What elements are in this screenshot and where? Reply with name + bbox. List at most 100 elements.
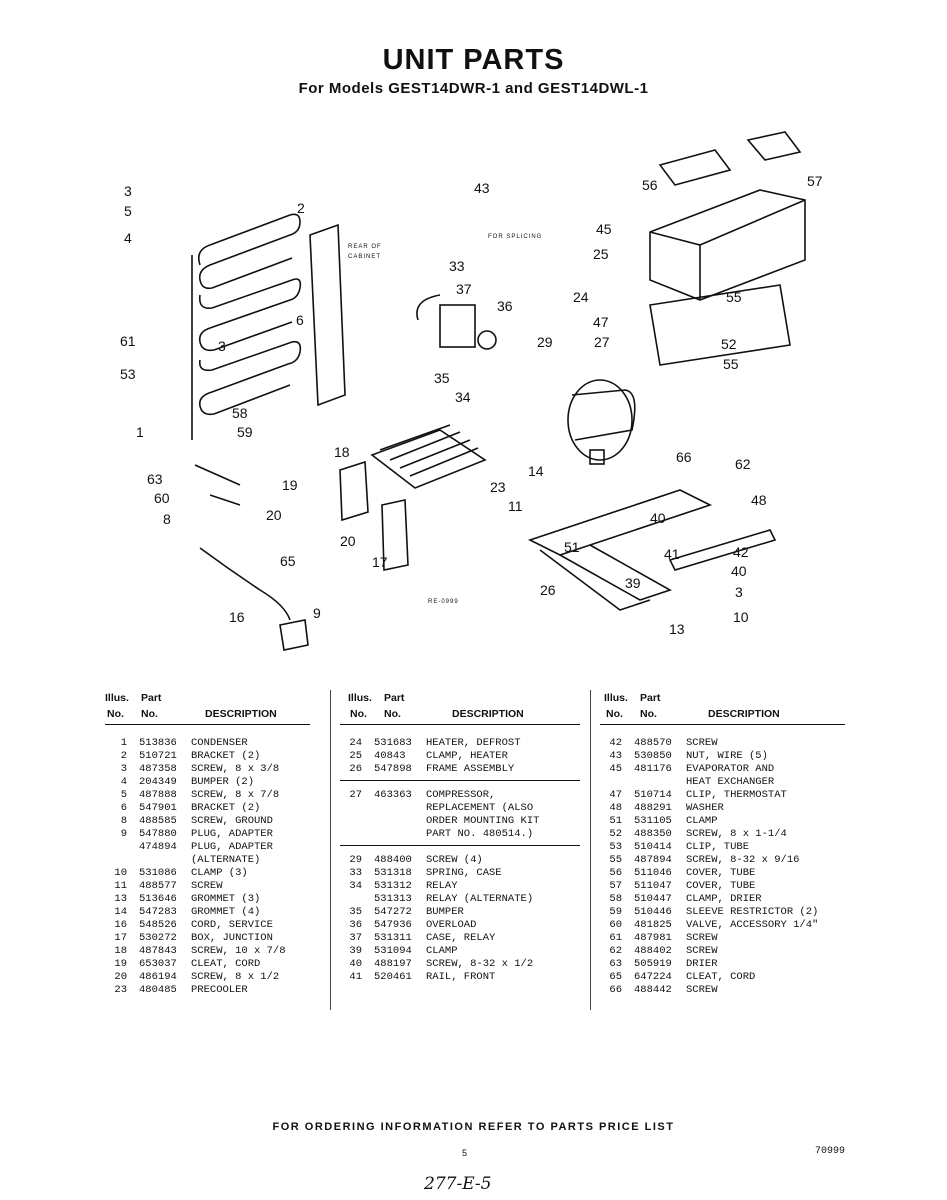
part-no: 510714: [634, 789, 672, 801]
service-cord: [199, 547, 291, 621]
condenser-coil: [191, 213, 302, 440]
callout-8: 8: [163, 511, 171, 527]
callout-59: 59: [237, 424, 253, 440]
part-no: 486194: [139, 971, 177, 983]
table-row: PART NO. 480514.): [340, 828, 580, 841]
part-description: SCREW: [191, 880, 223, 892]
illus-no: 25: [349, 750, 362, 762]
part-no: 653037: [139, 958, 177, 970]
part-description: COVER, TUBE: [686, 867, 756, 879]
callout-6: 6: [296, 312, 304, 328]
callout-19: 19: [282, 477, 298, 493]
header-part-no: No.: [384, 708, 401, 720]
part-description: BRACKET (2): [191, 802, 261, 814]
part-description: PRECOOLER: [191, 984, 248, 996]
callout-16: 16: [229, 609, 245, 625]
callout-27: 27: [594, 334, 610, 350]
header-no: No.: [606, 708, 623, 720]
illus-no: 27: [349, 789, 362, 801]
callout-3: 3: [735, 584, 743, 600]
callout-55: 55: [723, 356, 739, 372]
part-no: 531683: [374, 737, 412, 749]
part-no: 513646: [139, 893, 177, 905]
illus-no: 41: [349, 971, 362, 983]
table-header: Illus. No. Part No. DESCRIPTION: [600, 690, 845, 725]
callout-9: 9: [313, 605, 321, 621]
callout-24: 24: [573, 289, 589, 305]
callout-40: 40: [650, 510, 666, 526]
illus-no: 13: [114, 893, 127, 905]
part-description: CLAMP, DRIER: [686, 893, 762, 905]
illus-no: 5: [120, 789, 127, 801]
illus-no: 47: [609, 789, 622, 801]
callout-2: 2: [297, 200, 305, 216]
part-description: RELAY (ALTERNATE): [426, 893, 534, 905]
part-no: 547880: [139, 828, 177, 840]
illus-no: 59: [609, 906, 622, 918]
part-description: FRAME ASSEMBLY: [426, 763, 515, 775]
part-description: CORD, SERVICE: [191, 919, 273, 931]
illus-no: 52: [609, 828, 622, 840]
part-no: 510446: [634, 906, 672, 918]
table-row: 26 547898 FRAME ASSEMBLY: [340, 763, 580, 776]
callout-37: 37: [456, 281, 472, 297]
part-description: CLAMP, HEATER: [426, 750, 508, 762]
table-row: REPLACEMENT (ALSO: [340, 802, 580, 815]
part-description: PLUG, ADAPTER: [191, 828, 273, 840]
part-description: REPLACEMENT (ALSO: [426, 802, 534, 814]
part-description: EVAPORATOR AND: [686, 763, 775, 775]
illus-no: 8: [120, 815, 127, 827]
callout-29: 29: [537, 334, 553, 350]
part-no: 488350: [634, 828, 672, 840]
plug-adapter: [279, 619, 309, 651]
part-description: DRIER: [686, 958, 718, 970]
part-description: COMPRESSOR,: [426, 789, 496, 801]
header-part: Part: [384, 692, 405, 704]
part-description: CASE, RELAY: [426, 932, 496, 944]
callout-39: 39: [625, 575, 641, 591]
part-description: (ALTERNATE): [191, 854, 261, 866]
callout-18: 18: [334, 444, 350, 460]
part-no: 547898: [374, 763, 412, 775]
part-description: WASHER: [686, 802, 724, 814]
part-description: BOX, JUNCTION: [191, 932, 273, 944]
callout-62: 62: [735, 456, 751, 472]
note-rear-of-cabinet-2: CABINET: [348, 254, 381, 260]
part-no: 40843: [374, 750, 406, 762]
part-description: SCREW, 8-32 x 9/16: [686, 854, 800, 866]
part-no: 647224: [634, 971, 672, 983]
illus-no: 17: [114, 932, 127, 944]
header-no: No.: [350, 708, 367, 720]
part-description: GROMMET (4): [191, 906, 261, 918]
table-header: Illus. No. Part No. DESCRIPTION: [105, 690, 310, 725]
part-no: 463363: [374, 789, 412, 801]
illus-no: 4: [120, 776, 127, 788]
part-no: 488570: [634, 737, 672, 749]
part-no: 510721: [139, 750, 177, 762]
illus-no: 26: [349, 763, 362, 775]
note-for-splicing: FOR SPLICING: [488, 234, 542, 240]
part-description: CLAMP (3): [191, 867, 248, 879]
